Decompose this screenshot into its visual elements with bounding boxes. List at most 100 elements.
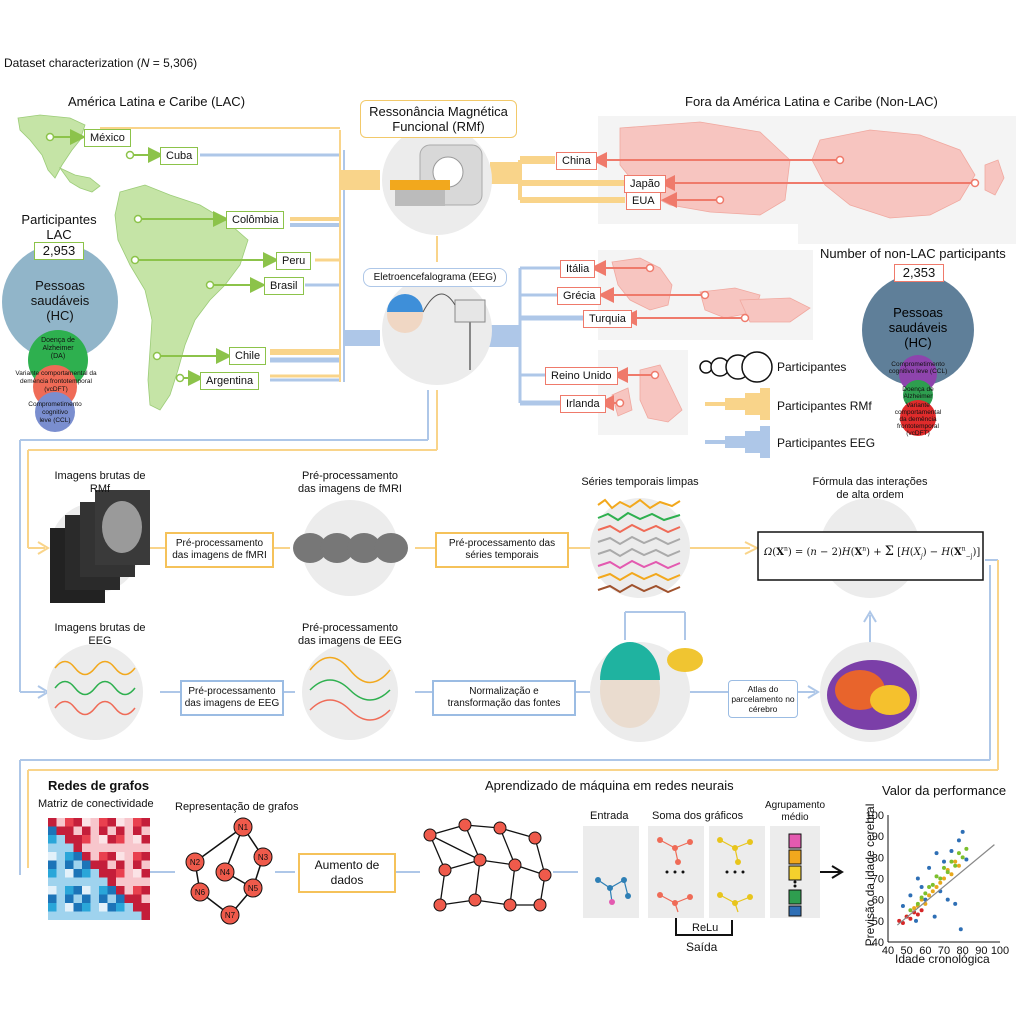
matrix-cell <box>124 852 133 861</box>
scatter-point <box>945 897 950 902</box>
preproc-fmri-title: Pré-processamento das imagens de fMRI <box>298 470 402 495</box>
nonlac-title: Fora da América Latina e Caribe (Non-LAC… <box>685 94 938 109</box>
country-eua: EUA <box>626 192 661 210</box>
scatter-point <box>915 876 920 881</box>
matrix-cell <box>107 911 116 920</box>
matrix-cell <box>99 877 108 886</box>
graph-node-label: N1 <box>238 823 249 832</box>
matrix-cell <box>116 911 125 920</box>
matrix-cell <box>124 903 133 912</box>
input-label: Entrada <box>590 810 629 822</box>
matrix-cell <box>107 894 116 903</box>
scatter-point <box>915 901 920 906</box>
source-head-illustration <box>600 642 703 728</box>
matrix-cell <box>133 886 142 895</box>
graph-node-label: N3 <box>258 853 269 862</box>
country-irlanda: Irlanda <box>560 395 606 413</box>
ml-title: Aprendizado de máquina em redes neurais <box>485 778 734 793</box>
scatter-point <box>949 872 954 877</box>
graph-node <box>233 817 253 837</box>
matrix-cell <box>107 877 116 886</box>
dataset-title: Dataset characterization (N = 5,306) <box>4 56 198 70</box>
matrix-cell <box>65 835 74 844</box>
matrix-cell <box>107 869 116 878</box>
matrix-cell <box>56 877 65 886</box>
matrix-cell <box>56 869 65 878</box>
matrix-cell <box>116 894 125 903</box>
matrix-cell <box>116 818 125 827</box>
matrix-cell <box>116 869 125 878</box>
scatter-point <box>927 893 932 898</box>
scatter-point <box>927 865 932 870</box>
matrix-cell <box>82 894 91 903</box>
matrix-cell <box>90 852 99 861</box>
preproc-eeg-step: Pré-processamento das imagens de EEG <box>180 680 284 716</box>
nonlac-participants-title: Number of non-LAC participants <box>820 246 1006 261</box>
matrix-cell <box>73 886 82 895</box>
y-tick-label: 80 <box>872 852 884 864</box>
matrix-cell <box>141 877 150 886</box>
matrix-cell <box>56 903 65 912</box>
matrix-cell <box>48 852 57 861</box>
nonlac-hc-label: Pessoas saudáveis (HC) <box>888 305 948 350</box>
matrix-cell <box>73 843 82 852</box>
matrix-cell <box>133 818 142 827</box>
sum-label: Soma dos gráficos <box>652 810 744 822</box>
matrix-cell <box>124 877 133 886</box>
country-turquia: Turquia <box>583 310 632 328</box>
matrix-cell <box>65 877 74 886</box>
matrix-cell <box>48 869 57 878</box>
matrix-cell <box>56 886 65 895</box>
scatter-point <box>964 846 969 851</box>
preproc-fmri-brains <box>293 533 408 563</box>
matrix-cell <box>65 818 74 827</box>
matrix-cell <box>99 911 108 920</box>
matrix-cell <box>90 860 99 869</box>
raw-eeg-title: Imagens brutas de EEG <box>54 622 146 647</box>
scatter-point <box>934 874 939 879</box>
preproc-eeg-waves <box>309 656 391 721</box>
matrix-cell <box>133 852 142 861</box>
scatter-point <box>953 901 958 906</box>
y-tick-label: 90 <box>872 831 884 843</box>
scatter-point <box>938 876 943 881</box>
legend-fmri: Participantes RMf <box>777 399 872 413</box>
graph-node-label: N2 <box>190 858 201 867</box>
matrix-cell <box>99 852 108 861</box>
graph-node <box>190 882 210 902</box>
formula-title: Fórmula das interações de alta ordem <box>812 476 928 501</box>
raw-fmri-stack <box>50 490 150 603</box>
scatter-point <box>958 927 963 932</box>
matrix-cell <box>73 852 82 861</box>
pooling-bar <box>788 833 802 917</box>
matrix-cell <box>107 818 116 827</box>
matrix-cell <box>116 843 125 852</box>
scatter-point <box>912 906 917 911</box>
scatter-point <box>934 851 939 856</box>
graph-node <box>215 862 235 882</box>
matrix-cell <box>48 894 57 903</box>
matrix-cell <box>99 843 108 852</box>
matrix-cell <box>107 886 116 895</box>
lac-ccl-label: Comprometimento cognitivo leve (CCL) <box>28 401 82 424</box>
scatter-point <box>945 870 950 875</box>
fit-line <box>896 844 995 926</box>
scatter-point <box>919 908 924 913</box>
matrix-cell <box>99 860 108 869</box>
country-brasil: Brasil <box>264 277 304 295</box>
graph-node-label: N7 <box>225 911 236 920</box>
graph-node-label: N5 <box>248 884 259 893</box>
matrix-cell <box>99 903 108 912</box>
matrix-cell <box>48 903 57 912</box>
matrix-cell <box>65 843 74 852</box>
matrix-cell <box>82 835 91 844</box>
matrix-cell <box>107 843 116 852</box>
matrix-cell <box>90 826 99 835</box>
matrix-cell <box>73 894 82 903</box>
scatter-point <box>949 859 954 864</box>
matrix-cell <box>82 886 91 895</box>
nonlac-ccl-label: Comprometimento cognitivo leve (CCL) <box>888 361 948 375</box>
matrix-cell <box>56 852 65 861</box>
nonlac-vcdft-circle <box>900 400 936 436</box>
matrix-cell <box>90 911 99 920</box>
